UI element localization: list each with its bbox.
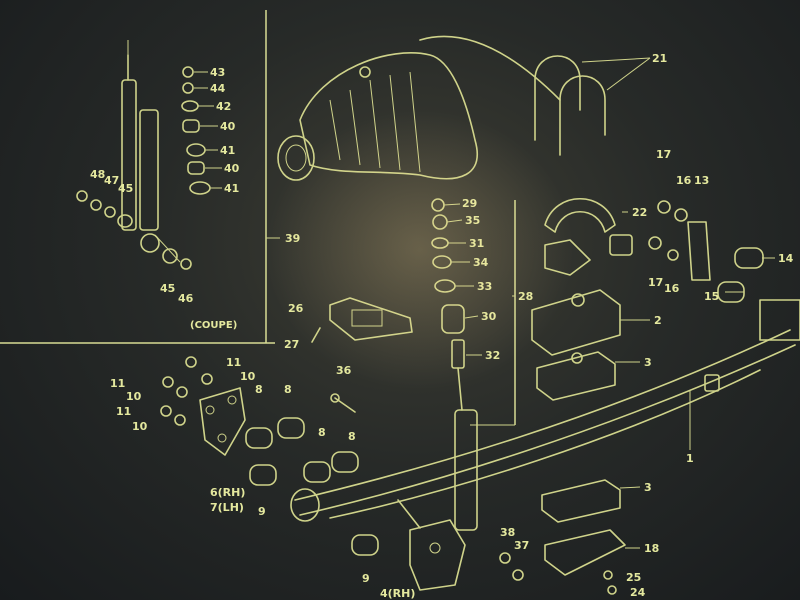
callout-8d: 8 [348, 430, 356, 443]
callout-9b: 9 [362, 572, 370, 585]
callout-48: 48 [90, 168, 105, 181]
spring-spacer-pads [531, 289, 626, 576]
callout-34: 34 [473, 256, 489, 269]
callout-10c: 10 [132, 420, 148, 433]
callout-16b: 16 [664, 282, 680, 295]
callout-35: 35 [465, 214, 480, 227]
callout-10a: 10 [240, 370, 256, 383]
callout-29: 29 [462, 197, 477, 210]
callout-2: 2 [654, 314, 662, 327]
coupe-bushing-stack [181, 66, 211, 195]
callout-28: 28 [518, 290, 533, 303]
callout-17b: 17 [648, 276, 663, 289]
callout-24: 24 [630, 586, 646, 599]
callout-7-lh: 7(LH) [210, 501, 244, 514]
callout-3b: 3 [644, 481, 652, 494]
callout-44: 44 [210, 82, 226, 95]
callout-8c: 8 [318, 426, 326, 439]
callout-3a: 3 [644, 356, 652, 369]
spring-shackle [397, 499, 466, 591]
callout-33: 33 [477, 280, 492, 293]
callout-45a: 45 [118, 182, 133, 195]
u-bolts [534, 55, 651, 156]
coupe-caption: (COUPE) [190, 320, 237, 331]
callout-40b: 40 [224, 162, 240, 175]
callout-10b: 10 [126, 390, 142, 403]
rear-hanger-bracket [160, 356, 246, 456]
callout-17a: 17 [656, 148, 671, 161]
callout-labels: 43 44 42 40 41 40 41 48 47 45 45 46 39 2… [90, 52, 794, 600]
callout-21: 21 [652, 52, 667, 65]
callout-13: 13 [694, 174, 709, 187]
callout-31: 31 [469, 237, 484, 250]
callout-11a: 11 [226, 356, 241, 369]
bolt-36 [330, 393, 356, 413]
callout-18: 18 [644, 542, 659, 555]
callout-25: 25 [626, 571, 641, 584]
leaf-spring [290, 329, 796, 522]
callout-11c: 11 [116, 405, 131, 418]
callout-40a: 40 [220, 120, 236, 133]
mount-bracket [311, 297, 413, 343]
leader-lines [194, 71, 775, 549]
coupe-washers [76, 190, 192, 270]
callout-42: 42 [216, 100, 231, 113]
callout-8b: 8 [284, 383, 292, 396]
callout-47: 47 [104, 174, 119, 187]
callout-41b: 41 [224, 182, 239, 195]
coupe-shock-absorber [121, 40, 181, 263]
callout-16a: 16 [676, 174, 692, 187]
rubber-bushings [245, 417, 379, 556]
callout-15: 15 [704, 290, 719, 303]
differential-housing [277, 35, 561, 181]
callout-38: 38 [500, 526, 515, 539]
callout-26: 26 [288, 302, 304, 315]
small-fasteners [499, 552, 617, 595]
callout-11b: 11 [110, 377, 125, 390]
callout-9a: 9 [258, 505, 266, 518]
callout-8a: 8 [255, 383, 263, 396]
callout-37: 37 [514, 539, 529, 552]
callout-6-rh: 6(RH) [210, 486, 245, 499]
callout-43: 43 [210, 66, 225, 79]
callout-46: 46 [178, 292, 194, 305]
callout-45b: 45 [160, 282, 175, 295]
front-spring-bracket [648, 200, 800, 341]
callout-39: 39 [285, 232, 300, 245]
callout-27: 27 [284, 338, 299, 351]
callout-22: 22 [632, 206, 647, 219]
callout-1: 1 [686, 452, 694, 465]
callout-41a: 41 [220, 144, 235, 157]
stabilizer-clamp [544, 197, 633, 276]
callout-4-rh: 4(RH) [380, 587, 415, 600]
coupe-inset-frame [0, 10, 275, 344]
callout-30: 30 [481, 310, 497, 323]
callout-36: 36 [336, 364, 352, 377]
callout-32: 32 [485, 349, 500, 362]
callout-14: 14 [778, 252, 794, 265]
